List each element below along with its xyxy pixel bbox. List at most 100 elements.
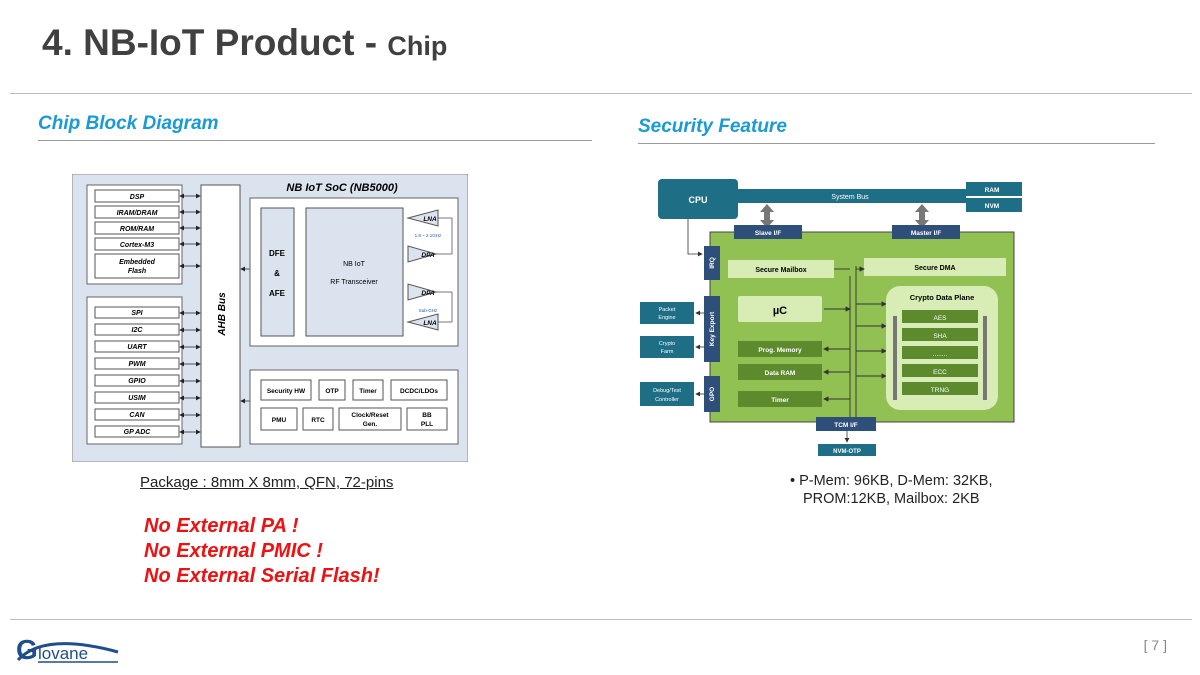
bullet-line2: PROM:12KB, Mailbox: 2KB xyxy=(803,491,980,507)
sha-block xyxy=(902,328,978,341)
gen-label: Gen. xyxy=(363,421,378,428)
cpu-block xyxy=(658,179,738,219)
dsp-label: DSP xyxy=(130,194,145,201)
ahb-bus-block xyxy=(200,184,241,448)
clock-reset-label: Clock/Reset xyxy=(351,412,389,419)
otp-block xyxy=(318,379,346,401)
packet-engine-line2: Engine xyxy=(658,315,675,321)
usim-block xyxy=(94,391,180,404)
afe-label: AFE xyxy=(269,289,286,298)
ahb-bus-label: AHB Bus xyxy=(217,292,228,337)
dcdc-ldos-block xyxy=(390,379,448,401)
prog-memory-block xyxy=(738,341,822,357)
master-if-label: Master I/F xyxy=(911,230,941,237)
sha-label: SHA xyxy=(933,333,947,340)
rtc-block xyxy=(302,407,334,431)
slave-if-block xyxy=(734,225,802,239)
gpio-block xyxy=(94,374,180,387)
slide-title: 4. NB-IoT Product - Chip xyxy=(42,22,447,64)
slide-title-main: 4. NB-IoT Product - xyxy=(42,22,388,63)
iram-dram-block xyxy=(94,205,180,219)
dfe-afe-block xyxy=(260,207,295,337)
security-hw-block xyxy=(260,379,312,401)
dpa-low-label: DPA xyxy=(421,290,435,297)
system-bus-label: System Bus xyxy=(831,194,869,201)
left-heading-underline xyxy=(38,140,592,141)
ram-label: RAM xyxy=(985,187,1000,194)
note-no-external-pa: No External PA ! xyxy=(144,515,299,537)
band-high-label: 1.8 ~ 2.1GHz xyxy=(415,233,442,238)
embedded-flash-block xyxy=(94,253,180,279)
crypto-farm-line2: Farm xyxy=(661,349,674,355)
key-export-label: Key Export xyxy=(709,311,716,346)
right-heading-underline xyxy=(638,143,1155,144)
security-feature-heading: Security Feature xyxy=(638,116,787,137)
otp-label: OTP xyxy=(325,388,339,395)
can-block xyxy=(94,408,180,421)
data-ram-label: Data RAM xyxy=(765,370,796,377)
slide-title-sub: Chip xyxy=(387,31,448,61)
system-bus xyxy=(734,189,966,203)
and-label: & xyxy=(274,269,280,278)
dcdc-ldos-label: DCDC/LDOs xyxy=(400,388,438,395)
ecc-label: ECC xyxy=(933,369,947,376)
irq-label: IRQ xyxy=(709,257,716,269)
transceiver-line1: NB IoT xyxy=(343,261,366,268)
usim-label: USIM xyxy=(128,395,146,402)
band-low-label: Sub-GHz xyxy=(419,308,438,313)
chip-block-diagram-heading: Chip Block Diagram xyxy=(38,113,219,134)
rom-ram-label: ROM/RAM xyxy=(120,226,154,233)
logo-text: lovane xyxy=(38,644,88,663)
ellipsis-block xyxy=(902,346,978,359)
uart-block xyxy=(94,340,180,353)
crypto-bars xyxy=(893,316,987,400)
debug-line1: Debug/Test xyxy=(653,388,681,394)
secure-mailbox-block xyxy=(728,260,834,278)
iram-dram-label: IRAM/DRAM xyxy=(117,210,158,217)
pwm-label: PWM xyxy=(128,361,145,368)
rf-amplifiers xyxy=(406,209,439,331)
tcm-if-block xyxy=(816,417,876,431)
clock-reset-block xyxy=(338,407,402,431)
master-if-block xyxy=(892,225,960,239)
rf-wires xyxy=(436,217,453,323)
gpio-label: GPIO xyxy=(128,378,146,385)
crypto-farm-line1: Crypto xyxy=(659,341,675,347)
rtc-label: RTC xyxy=(311,417,325,424)
tcm-if-label: TCM I/F xyxy=(834,422,857,429)
data-ram-block xyxy=(738,364,822,380)
note-no-external-pmic: No External PMIC ! xyxy=(144,540,323,562)
debug-controller-block xyxy=(640,382,694,406)
ellipsis-label: ........ xyxy=(933,351,948,358)
nvm-otp-block xyxy=(818,444,876,456)
lna-high-label: LNA xyxy=(423,216,437,223)
rf-transceiver-block xyxy=(305,207,404,337)
slave-if-label: Slave I/F xyxy=(755,230,781,237)
ram-block xyxy=(966,182,1022,196)
irq-block xyxy=(704,246,720,280)
footer-divider xyxy=(10,619,1192,620)
debug-line2: Controller xyxy=(655,397,679,403)
uart-label: UART xyxy=(127,344,147,351)
packet-engine-line1: Packet xyxy=(659,307,676,313)
timer-sec-label: Timer xyxy=(771,397,789,404)
bb-label: BB xyxy=(422,412,432,419)
packet-engine-block xyxy=(640,302,694,324)
cpu-irq-arrow xyxy=(687,219,703,257)
cpu-label: CPU xyxy=(688,195,707,205)
prog-memory-label: Prog. Memory xyxy=(758,347,802,354)
logo-swoosh xyxy=(16,642,119,662)
i2c-label: I2C xyxy=(132,327,144,334)
flash-label: Flash xyxy=(128,268,146,275)
bb-pll-block xyxy=(406,407,448,431)
spi-label: SPI xyxy=(131,310,143,317)
transceiver-line2: RF Transceiver xyxy=(330,279,378,286)
note-no-external-flash: No External Serial Flash! xyxy=(144,565,380,587)
gpo-label: GPO xyxy=(709,387,716,401)
timer-block xyxy=(352,379,384,401)
secure-dma-block xyxy=(864,258,1006,276)
trng-block xyxy=(902,382,978,395)
spi-block xyxy=(94,306,180,319)
aes-label: AES xyxy=(933,315,947,322)
pmu-block xyxy=(260,407,298,431)
